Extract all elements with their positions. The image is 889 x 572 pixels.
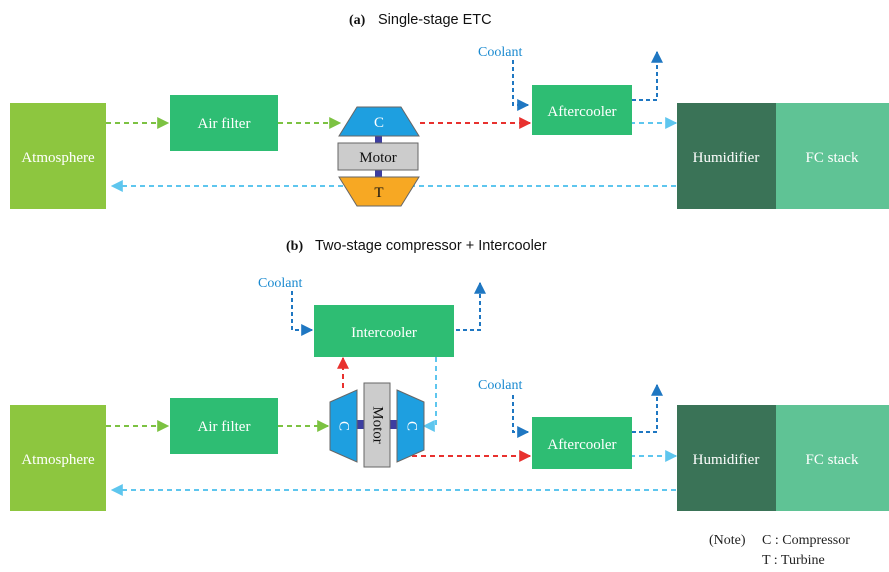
coolant-in-intercooler [291, 291, 314, 336]
air-filter-label-b: Air filter [198, 419, 251, 435]
intercooler: Intercooler [314, 305, 454, 357]
atmosphere-b: Atmosphere [10, 405, 106, 511]
air-filter-box-a [170, 95, 278, 151]
aftercooler-a: Aftercooler [532, 85, 632, 135]
coolant-label-intercooler: Coolant [258, 276, 302, 291]
aftercooler-b: Aftercooler [532, 417, 632, 469]
fc-stack-box-b [776, 405, 889, 511]
air-filter-b: Air filter [170, 398, 278, 454]
motor-b-label: Motor [370, 406, 386, 444]
coolant-label-a: Coolant [478, 45, 522, 60]
compressor-b-stage1 [329, 389, 358, 463]
coolant-in-a [512, 60, 530, 111]
aftercooler-label-b: Aftercooler [547, 437, 616, 453]
flow-intercooler-to-compressor2 [422, 357, 437, 432]
humidifier-label-b: Humidifier [693, 452, 760, 468]
coolant-out-intercooler [456, 281, 486, 331]
aftercooler-box-a [532, 85, 632, 135]
atmosphere-label-a: Atmosphere [21, 150, 95, 166]
humidifier-a: Humidifier [677, 103, 776, 209]
turbine-a-label: T [374, 185, 383, 201]
shaft-b-right [390, 420, 397, 429]
fc-stack-b: FC stack [776, 405, 889, 511]
shaft-a-top [375, 136, 382, 143]
note-turbine: T : Turbine [762, 553, 825, 568]
title-b-text: Two-stage compressor + Intercooler [315, 238, 547, 254]
shaft-a-bottom [375, 170, 382, 177]
atmosphere-box-a [10, 103, 106, 209]
compressor-b-stage2-label: C [404, 421, 420, 431]
atmosphere-box-b [10, 405, 106, 511]
intercooler-box [314, 305, 454, 357]
turbine-a [338, 176, 420, 207]
coolant-in-b [512, 395, 530, 438]
humidifier-label-a: Humidifier [693, 150, 760, 166]
shaft-b-left [357, 420, 364, 429]
fc-stack-label-a: FC stack [806, 150, 859, 166]
compressor-a-label: C [374, 115, 384, 131]
note-compressor: C : Compressor [762, 533, 850, 548]
flows-b [106, 281, 678, 496]
motor-a [337, 142, 419, 171]
humidifier-box-a [677, 103, 776, 209]
title-b: (b) Two-stage compressor + Intercooler [286, 238, 547, 254]
title-b-tag: (b) [286, 239, 303, 254]
coolant-label-b: Coolant [478, 378, 522, 393]
fc-stack-box-a [776, 103, 889, 209]
motor-a-label: Motor [359, 150, 397, 166]
coolant-out-a [632, 50, 663, 101]
two-stage-unit: C Motor C [329, 382, 425, 468]
motor-b [363, 382, 391, 468]
fc-stack-a: FC stack [776, 103, 889, 209]
title-a: (a) Single-stage ETC [349, 12, 492, 28]
intercooler-label: Intercooler [351, 325, 417, 341]
coolant-out-b [632, 383, 663, 433]
title-a-text: Single-stage ETC [378, 12, 492, 28]
atmosphere-a: Atmosphere [10, 103, 106, 209]
humidifier-b: Humidifier [677, 405, 776, 511]
air-filter-a: Air filter [170, 95, 278, 151]
title-a-tag: (a) [349, 13, 366, 28]
air-filter-label-a: Air filter [198, 116, 251, 132]
fc-stack-label-b: FC stack [806, 452, 859, 468]
compressor-a [338, 106, 420, 137]
etc-unit-a: C Motor T [337, 106, 420, 207]
air-filter-box-b [170, 398, 278, 454]
compressor-b-stage1-label: C [336, 421, 352, 431]
atmosphere-label-b: Atmosphere [21, 452, 95, 468]
note-prefix: (Note) [709, 533, 746, 548]
compressor-b-stage2 [396, 389, 425, 463]
aftercooler-label-a: Aftercooler [547, 104, 616, 120]
humidifier-box-b [677, 405, 776, 511]
legend-note: (Note) C : Compressor T : Turbine [709, 533, 850, 568]
aftercooler-box-b [532, 417, 632, 469]
